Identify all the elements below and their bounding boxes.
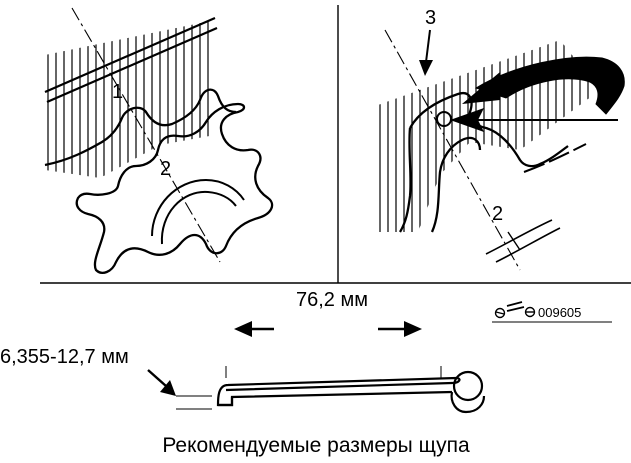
figure-code: 009605 — [538, 305, 581, 320]
dimension-height-label: 6,355-12,7 мм — [0, 346, 129, 368]
chain-edge-outer — [44, 16, 216, 94]
dimension-arrow-left-icon — [234, 321, 274, 337]
probe-insertion-arrowhead — [450, 108, 484, 132]
left-panel-sprocket-view — [44, 7, 274, 274]
chain-edge-right — [523, 143, 587, 173]
callout-label-3: 3 — [425, 7, 436, 29]
dimension-length-label: 76,2 мм — [296, 289, 368, 311]
centerline-left — [71, 7, 221, 263]
sprocket-hub-arc-inner — [160, 190, 237, 245]
chain-edge-inner — [46, 26, 218, 104]
chain-edge-right-lower — [485, 219, 553, 255]
tensioner-arm-outline — [399, 127, 482, 233]
dimension-ticks — [176, 366, 442, 410]
panel-frame — [40, 5, 631, 284]
sprocket-teeth-outline — [75, 102, 274, 274]
centerline-right — [384, 29, 521, 271]
right-panel-tensioner-view — [379, 29, 618, 271]
callout-label-1: 1 — [112, 81, 123, 103]
figure-caption: Рекомендуемые размеры щупа — [162, 434, 470, 457]
dimension-arrow-right-icon — [378, 321, 422, 337]
tensioner-body-outline — [408, 91, 569, 168]
probe-hole — [436, 111, 452, 127]
publisher-logo-icon — [494, 301, 536, 319]
callout-label-2-right: 2 — [492, 203, 503, 225]
callout-3-arrow-icon — [419, 29, 433, 76]
callout-label-2-left: 2 — [160, 158, 171, 180]
chain-guide-profile — [44, 88, 237, 167]
feeler-probe-tool — [216, 370, 486, 414]
hatch-shading — [47, 20, 209, 178]
sprocket-hub-arc-outer — [151, 178, 245, 237]
curved-direction-arrow-icon — [462, 56, 625, 115]
dimension-height-arrow-icon — [147, 369, 176, 396]
